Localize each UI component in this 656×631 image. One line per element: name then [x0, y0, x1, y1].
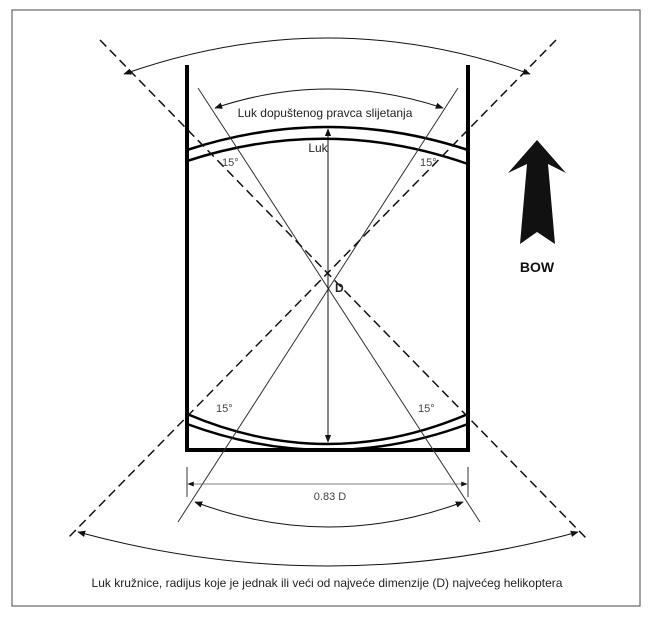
bottom-inner-sector-arc	[194, 501, 464, 528]
frame-border	[11, 9, 641, 607]
bow-label: BOW	[520, 259, 555, 275]
arc-label: Luk	[308, 141, 328, 155]
top-arc-outer	[186, 125, 469, 152]
angle-label-top-left: 15°	[222, 157, 239, 169]
sector-line-left	[197, 87, 481, 523]
angle-label-top-right: 15°	[420, 157, 437, 169]
bow-arrow-icon	[508, 140, 566, 244]
dashed-line-left	[99, 39, 587, 539]
top-sector-arc	[123, 37, 531, 75]
landing-arc-label: Luk dopuštenog pravca slijetanja	[238, 106, 413, 120]
caption: Luk kružnice, radijus koje je jednak ili…	[92, 576, 563, 590]
dashed-line-right	[67, 39, 557, 539]
sector-line-right	[177, 87, 459, 523]
landing-direction-arc	[214, 88, 444, 109]
bottom-outer-sector-arc	[77, 530, 579, 567]
bottom-arc-upper	[186, 412, 469, 446]
width-label: 0.83 D	[314, 491, 346, 503]
center-label: D	[335, 281, 344, 295]
bottom-arc-lower	[186, 422, 469, 452]
angle-label-bottom-left: 15°	[216, 403, 233, 415]
angle-label-bottom-right: 15°	[418, 403, 435, 415]
